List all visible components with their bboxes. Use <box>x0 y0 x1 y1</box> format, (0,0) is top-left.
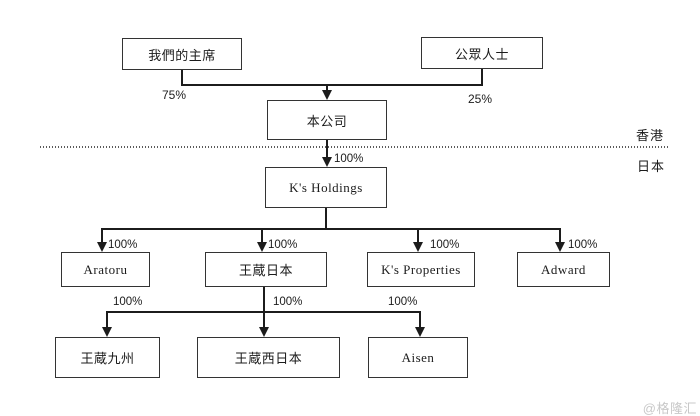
connector <box>101 230 103 243</box>
node-adward: Adward <box>517 252 610 287</box>
jurisdiction-divider-line <box>40 146 670 148</box>
ownership-percentage-label: 100% <box>388 296 418 308</box>
node-ks-holdings: K's Holdings <box>265 167 387 208</box>
ownership-percentage-label: 100% <box>108 239 138 251</box>
connector <box>419 313 421 328</box>
arrow-down-icon <box>322 90 332 100</box>
node-public-shareholders: 公眾人士 <box>421 37 543 69</box>
connector <box>417 230 419 243</box>
node-aratoru: Aratoru <box>61 252 150 287</box>
ownership-percentage-label: 25% <box>468 92 493 106</box>
ownership-percentage-label: 100% <box>268 239 298 251</box>
node-ozo-west-japan: 王蔵西日本 <box>197 337 340 378</box>
node-company: 本公司 <box>267 100 387 140</box>
node-ozo-japan: 王蔵日本 <box>205 252 327 287</box>
node-aisen: Aisen <box>368 337 468 378</box>
arrow-down-icon <box>413 242 423 252</box>
arrow-down-icon <box>102 327 112 337</box>
node-ozo-kyushu: 王蔵九州 <box>55 337 160 378</box>
node-ks-properties: K's Properties <box>367 252 475 287</box>
connector <box>326 84 328 92</box>
arrow-down-icon <box>415 327 425 337</box>
connector <box>261 230 263 243</box>
region-label-japan: 日本 <box>637 159 666 174</box>
ownership-percentage-label: 100% <box>430 239 460 251</box>
connector <box>263 287 265 328</box>
connector <box>481 69 483 85</box>
connector <box>106 313 108 328</box>
arrow-down-icon <box>257 242 267 252</box>
node-chairman: 我們的主席 <box>122 38 242 70</box>
arrow-down-icon <box>555 242 565 252</box>
connector <box>326 140 328 158</box>
connector <box>325 208 327 230</box>
watermark-gelonghui: @格隆汇 <box>642 401 697 416</box>
ownership-percentage-label: 100% <box>568 239 598 251</box>
connector <box>559 230 561 243</box>
connector <box>181 70 183 85</box>
arrow-down-icon <box>97 242 107 252</box>
arrow-down-icon <box>322 157 332 167</box>
connector <box>101 228 561 230</box>
arrow-down-icon <box>259 327 269 337</box>
ownership-percentage-label: 100% <box>273 296 303 308</box>
ownership-percentage-label: 75% <box>162 88 187 102</box>
ownership-percentage-label: 100% <box>334 153 364 165</box>
connector <box>106 311 421 313</box>
region-label-hongkong: 香港 <box>636 128 665 143</box>
ownership-percentage-label: 100% <box>113 296 143 308</box>
connector <box>181 84 483 86</box>
